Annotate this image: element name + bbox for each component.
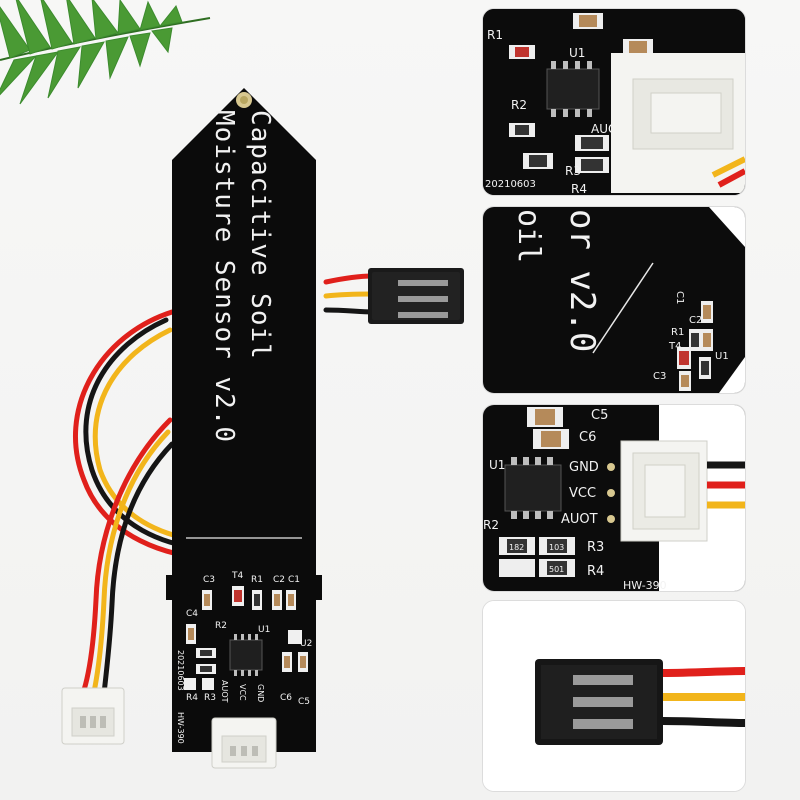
p1-date: 20210603	[485, 179, 536, 190]
p1-label-r3: R3	[565, 164, 581, 178]
p2-label-t4: T4	[668, 341, 681, 352]
label-u1: U1	[258, 625, 270, 635]
red-wire-lower	[81, 417, 173, 693]
p1-label-u1: U1	[569, 46, 585, 60]
p3-label-vcc: VCC	[569, 486, 596, 501]
label-r1: R1	[251, 575, 263, 585]
board-title-line2: Moisture Sensor v2.0	[209, 110, 239, 443]
label-r2: R2	[215, 621, 227, 631]
p3-label-aout: AUOT	[561, 512, 598, 527]
p2-label-c3: C3	[653, 371, 666, 382]
jst-connector-board	[211, 717, 277, 769]
p3-label-r2: R2	[483, 518, 499, 532]
p2-label-c1: C1	[674, 291, 685, 304]
black-wire-lower	[101, 441, 175, 697]
detail-panel-chip: R1 R2 U1 C5 AUO V R3 R4 20210603	[482, 8, 746, 196]
p2-label-r1: R1	[671, 327, 684, 338]
pin-label-gnd: GND	[256, 684, 265, 702]
detail-panel-pins: C5 C6 U1 GND VCC AUOT R2 182 103 501 R3	[482, 404, 746, 592]
label-c2: C2	[273, 575, 285, 585]
pcb-body	[166, 88, 322, 752]
label-t4: T4	[231, 571, 243, 581]
jst-connector-loose	[61, 687, 125, 745]
label-c6: C6	[280, 693, 292, 703]
p2-label-u1: U1	[715, 351, 729, 362]
pin-label-vcc: VCC	[238, 684, 247, 701]
yellow-wire-upper	[323, 291, 375, 299]
p3-model: HW-390	[623, 579, 667, 591]
black-wire-upper	[323, 307, 375, 315]
date-code: 20210603	[176, 650, 185, 691]
label-u2: U2	[300, 639, 312, 649]
cable-loop	[73, 273, 375, 697]
yellow-wire-lower	[91, 429, 171, 695]
black-wire-loop	[83, 317, 203, 551]
p3-label-u1: U1	[489, 458, 505, 472]
p3-label-r3: R3	[587, 540, 604, 555]
pin-label-aout: AUOT	[220, 680, 229, 703]
smd-components	[184, 586, 308, 690]
p3-label-c6: C6	[579, 430, 596, 445]
sensor-illustration: Capacitive Soil Moisture Sensor v2.0 C3 …	[61, 88, 464, 769]
p3-smd-501: 501	[549, 565, 564, 574]
label-r3: R3	[204, 693, 216, 703]
model-label: HW-390	[176, 712, 185, 744]
label-r4: R4	[186, 693, 198, 703]
yellow-wire-loop	[92, 327, 198, 543]
p1-label-r1: R1	[487, 28, 503, 42]
p3-label-gnd: GND	[569, 460, 599, 475]
label-c3: C3	[203, 575, 215, 585]
red-wire-loop	[73, 309, 208, 561]
component-labels: C3 T4 R1 C2 C1 C4 R2 U1 U2 R4 R3 C6 C5	[186, 571, 312, 707]
ic-chip	[229, 639, 263, 671]
detail-panel-text: oil or v2.0 C1 C2 R1 T4 C3 U1	[482, 206, 746, 394]
sensor-board: Capacitive Soil Moisture Sensor v2.0 C3 …	[166, 88, 322, 752]
palm-leaf-decoration	[0, 0, 211, 105]
p3-label-r4: R4	[587, 564, 604, 579]
p1-label-r2: R2	[511, 98, 527, 112]
label-c4: C4	[186, 609, 198, 619]
red-wire-upper	[323, 273, 375, 285]
dupont-connector	[368, 268, 464, 324]
p1-label-aout: AUO	[591, 122, 617, 136]
p3-smd-182: 182	[509, 543, 524, 552]
p2-text1: oil	[511, 209, 546, 263]
board-title-line1: Capacitive Soil	[245, 110, 275, 360]
p2-text2: or v2.0	[562, 209, 602, 352]
label-c1: C1	[288, 575, 300, 585]
p3-smd-103: 103	[549, 543, 564, 552]
p3-label-c5: C5	[591, 408, 608, 423]
p1-label-r4: R4	[571, 182, 587, 195]
p2-label-c2: C2	[689, 315, 702, 326]
detail-panel-dupont	[482, 600, 746, 792]
label-c5: C5	[298, 697, 310, 707]
